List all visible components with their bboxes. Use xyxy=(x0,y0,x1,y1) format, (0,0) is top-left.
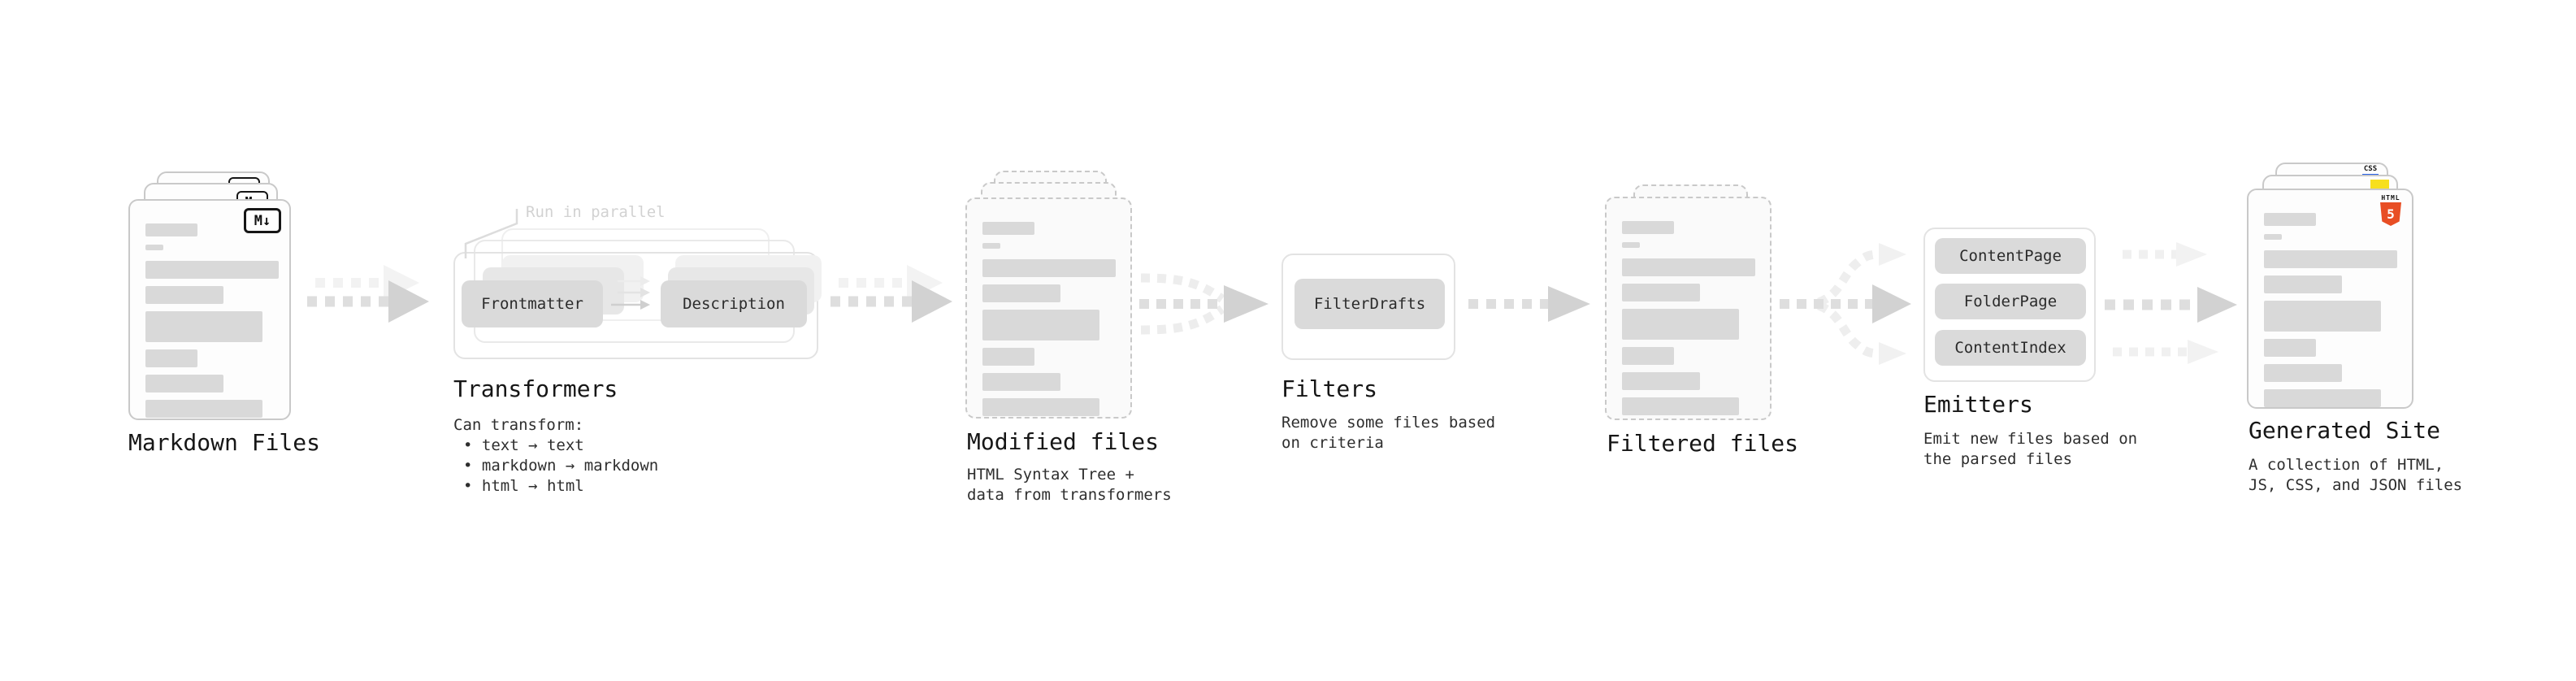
skeleton-line xyxy=(2264,213,2316,226)
skeleton-line xyxy=(982,373,1060,391)
stage-description: Remove some files based on criteria xyxy=(1281,413,1495,453)
skeleton-line xyxy=(145,245,163,250)
flow-arrow-fanout-filtered-to-emitters xyxy=(1780,243,1911,365)
desc-line: JS, CSS, and JSON files xyxy=(2249,476,2463,494)
parallel-mini-arrows xyxy=(611,276,650,310)
skeleton-line xyxy=(145,261,279,279)
skeleton-line xyxy=(145,375,223,393)
file-card-front xyxy=(1605,197,1772,420)
parallel-annotation: Run in parallel xyxy=(526,203,666,221)
skeleton-line xyxy=(1622,372,1700,390)
annotation-leader-line xyxy=(464,209,518,258)
flow-arrow-merge-modified-to-filters xyxy=(1139,273,1268,335)
filter-node-filterdrafts: FilterDrafts xyxy=(1295,279,1445,329)
desc-line: HTML Syntax Tree + xyxy=(967,466,1134,484)
skeleton-line xyxy=(2264,389,2381,407)
file-skeleton xyxy=(2264,213,2397,407)
skeleton-line xyxy=(982,259,1116,277)
file-card-front: HTML 5 xyxy=(2247,189,2413,409)
flow-arrow-markdown-to-transformers xyxy=(307,265,429,323)
flow-arrow-filters-to-filtered xyxy=(1468,286,1590,322)
skeleton-line xyxy=(2264,364,2342,382)
skeleton-line xyxy=(982,222,1034,235)
flow-arrow-emitter-middle xyxy=(2105,287,2237,323)
skeleton-line xyxy=(1622,397,1739,415)
desc-bullet: • markdown → markdown xyxy=(463,457,659,475)
stage-title: Transformers xyxy=(453,375,618,402)
skeleton-line xyxy=(982,348,1034,366)
skeleton-line xyxy=(982,310,1099,340)
stage-description: Emit new files based on the parsed files xyxy=(1923,429,2137,470)
skeleton-line xyxy=(1622,284,1700,301)
file-skeleton xyxy=(1622,221,1755,415)
flow-arrow-emitter-bottom xyxy=(2113,340,2218,364)
stage-title: Filtered files xyxy=(1607,430,1799,457)
skeleton-line xyxy=(1622,258,1755,276)
emitters-frame xyxy=(1923,228,2096,382)
stage-description: A collection of HTML, JS, CSS, and JSON … xyxy=(2249,455,2462,496)
stage-title: Markdown Files xyxy=(128,429,321,456)
skeleton-line xyxy=(2264,234,2282,240)
desc-line: Remove some files based xyxy=(1281,414,1496,432)
skeleton-line xyxy=(2264,339,2316,357)
filters-frame xyxy=(1281,254,1455,360)
file-card-front xyxy=(965,197,1132,419)
skeleton-line xyxy=(1622,242,1640,248)
file-skeleton xyxy=(145,223,279,418)
stage-title: Filters xyxy=(1281,375,1378,402)
desc-bullet: • text → text xyxy=(463,436,584,454)
desc-line: Emit new files based on xyxy=(1923,430,2138,448)
emitter-node-folderpage: FolderPage xyxy=(1935,284,2086,319)
stage-description: Can transform: • text → text • markdown … xyxy=(453,415,658,497)
desc-line: on criteria xyxy=(1281,434,1384,452)
desc-line: the parsed files xyxy=(1923,450,2073,468)
skeleton-line xyxy=(2264,250,2397,268)
skeleton-line xyxy=(2264,275,2342,293)
transformer-node-frontmatter: Frontmatter xyxy=(462,280,603,327)
flow-arrow-emitter-top xyxy=(2123,242,2207,267)
file-skeleton xyxy=(982,222,1116,416)
desc-line: data from transformers xyxy=(967,486,1172,504)
js-icon xyxy=(2370,180,2389,190)
skeleton-line xyxy=(2264,301,2381,332)
transformer-node-description: Description xyxy=(661,280,807,327)
skeleton-line xyxy=(982,398,1099,416)
markdown-icon: M↓ xyxy=(244,208,281,233)
skeleton-line xyxy=(145,400,262,418)
skeleton-line xyxy=(982,243,1000,249)
desc-line: A collection of HTML, xyxy=(2249,456,2444,474)
stage-title: Modified files xyxy=(967,428,1160,455)
desc-bullet: • html → html xyxy=(463,477,584,495)
html5-icon: HTML 5 xyxy=(2379,194,2402,226)
skeleton-line xyxy=(145,286,223,304)
transformers-frame-front xyxy=(453,252,818,359)
skeleton-line xyxy=(1622,347,1674,365)
skeleton-line xyxy=(982,284,1060,302)
stage-title: Emitters xyxy=(1923,391,2033,418)
emitter-node-contentpage: ContentPage xyxy=(1935,238,2086,274)
flow-arrow-transformers-to-modified xyxy=(830,265,952,323)
html5-shield: 5 xyxy=(2380,202,2401,226)
stage-description: HTML Syntax Tree + data from transformer… xyxy=(967,465,1172,505)
skeleton-line xyxy=(145,349,197,367)
desc-line: Can transform: xyxy=(453,416,584,434)
skeleton-line xyxy=(145,311,262,342)
skeleton-line xyxy=(145,223,197,236)
skeleton-line xyxy=(1622,221,1674,234)
file-card-front: M↓ xyxy=(128,199,291,420)
skeleton-line xyxy=(1622,309,1739,340)
emitter-node-contentindex: ContentIndex xyxy=(1935,330,2086,366)
stage-title: Generated Site xyxy=(2249,417,2441,444)
